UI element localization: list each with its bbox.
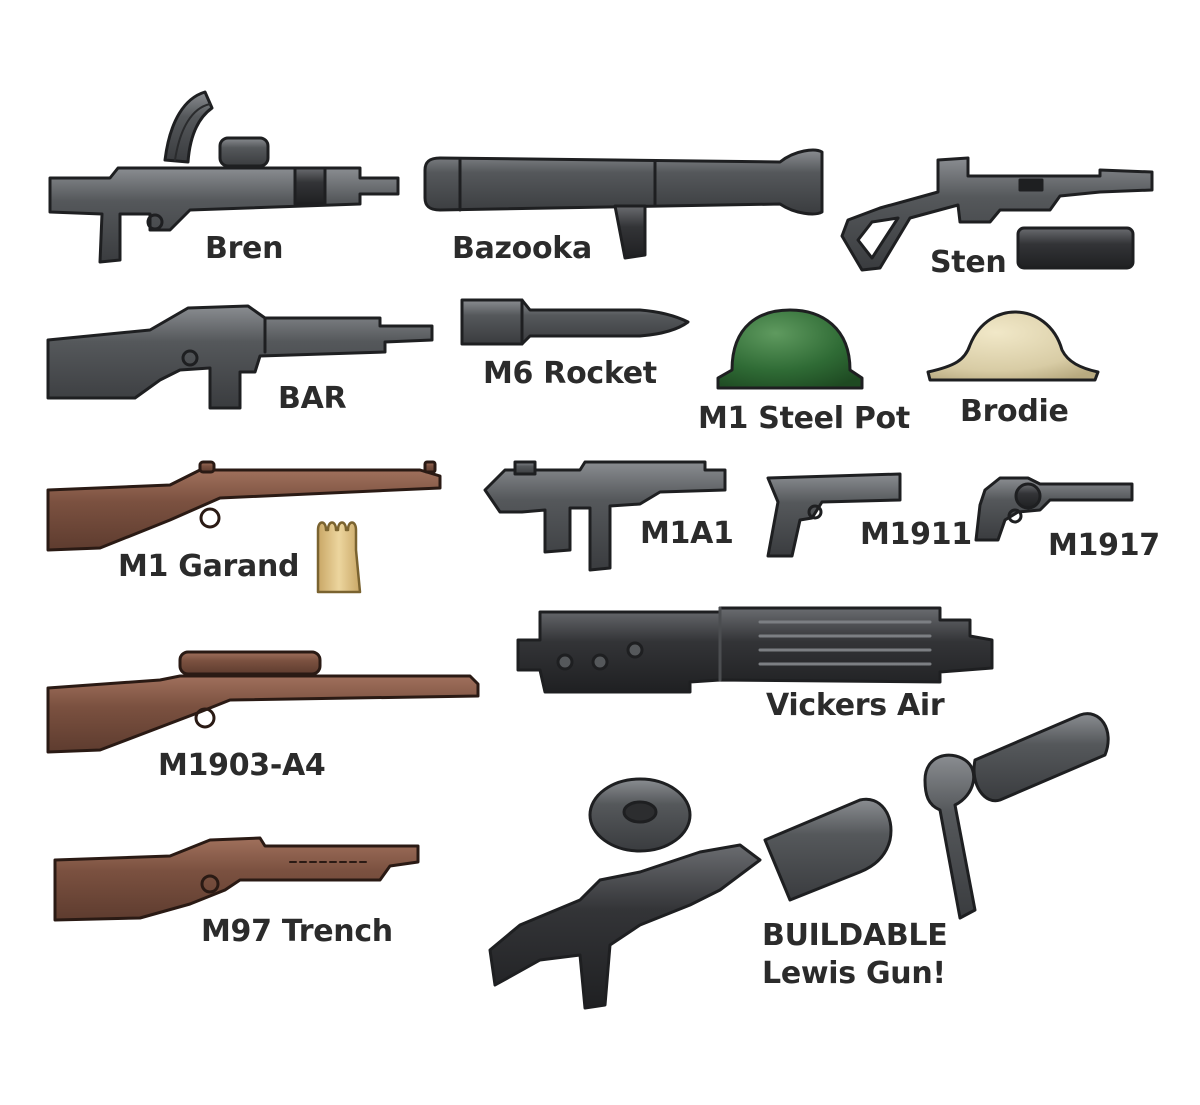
label-lewis-gun: BUILDABLE Lewis Gun! — [762, 917, 948, 992]
label-m1a1: M1A1 — [640, 516, 734, 551]
bren-icon — [48, 90, 400, 264]
label-lewis-line2: Lewis Gun! — [762, 955, 946, 991]
revolver-icon — [974, 476, 1134, 542]
machine-gun-icon — [516, 606, 994, 694]
label-bazooka: Bazooka — [452, 231, 592, 266]
rocket-icon — [460, 298, 690, 346]
sniper-rifle-icon — [46, 650, 480, 754]
garand-icon — [46, 460, 442, 552]
label-vickers-air: Vickers Air — [766, 688, 945, 723]
label-m97-trench: M97 Trench — [201, 914, 393, 949]
label-sten: Sten — [930, 245, 1007, 280]
helmet-icon — [716, 308, 864, 390]
clip-icon — [316, 521, 362, 594]
shotgun-icon — [53, 836, 420, 922]
pistol-icon — [766, 472, 902, 558]
label-bren: Bren — [205, 231, 284, 266]
label-m1917: M1917 — [1048, 528, 1160, 563]
label-m1-steel-pot: M1 Steel Pot — [698, 401, 910, 436]
label-lewis-line1: BUILDABLE — [762, 918, 948, 953]
label-m6-rocket: M6 Rocket — [483, 356, 657, 391]
thompson-icon — [483, 460, 727, 572]
sten-icon — [840, 156, 1154, 272]
label-m1-garand: M1 Garand — [118, 549, 300, 584]
label-m1903-a4: M1903-A4 — [158, 748, 326, 783]
bar-icon — [46, 304, 434, 410]
label-m1911: M1911 — [860, 517, 972, 552]
bazooka-icon — [423, 148, 824, 260]
label-brodie: Brodie — [960, 394, 1069, 429]
label-bar: BAR — [278, 381, 347, 416]
lewis-gun-icon — [488, 712, 1110, 1010]
brodie-helmet-icon — [926, 310, 1100, 382]
